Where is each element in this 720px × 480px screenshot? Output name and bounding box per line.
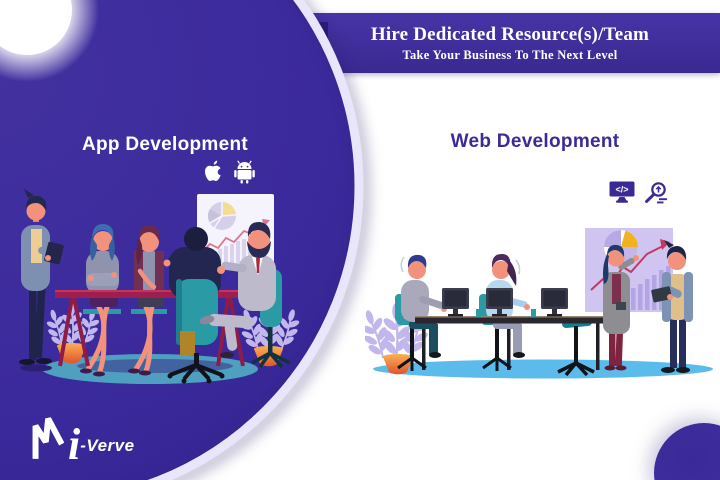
office-plant [365, 302, 437, 375]
web-development-title: Web Development [450, 131, 620, 152]
pen-cup [476, 309, 481, 317]
seo-magnifier-icon [645, 182, 667, 204]
meeting-illustration [19, 189, 300, 384]
seated-man-gray-suit [199, 221, 291, 369]
banner-subtitle: Take Your Business To The Next Level [402, 47, 618, 62]
banner-title: Hire Dedicated Resource(s)/Team [370, 23, 650, 45]
decorative-white-circle [0, 0, 72, 55]
logo-text-verve: -Verve [80, 436, 135, 455]
code-monitor-icon: </> [609, 181, 635, 203]
monitors [442, 288, 568, 317]
standing-presenter [19, 189, 64, 372]
seated-woman-maroon-vest [128, 224, 167, 376]
app-development-title: App Development [81, 134, 249, 155]
circle-ring-border [147, 0, 364, 480]
desk-legs [422, 323, 600, 370]
logo-text-i: i [68, 419, 81, 469]
standing-man-tablet [651, 240, 693, 373]
conference-table [55, 290, 247, 367]
web-team-illustration [365, 228, 713, 379]
android-icon [234, 160, 255, 184]
sitting-developer-woman [479, 253, 530, 371]
brand-logo: i -Verve [26, 416, 135, 469]
web-service-icons: </> [609, 181, 669, 205]
iverve-logo-mark [32, 417, 64, 459]
man-back-teal-chair [163, 227, 225, 384]
code-glyph: </> [615, 184, 628, 194]
pen-cup [531, 309, 536, 317]
app-platform-icons [203, 160, 256, 184]
desk [415, 316, 605, 324]
trend-line [201, 222, 265, 253]
standing-woman-pointing [603, 244, 639, 371]
apple-icon [205, 160, 221, 181]
sitting-developer-man [395, 254, 447, 371]
office-floor [373, 359, 713, 379]
top-banner: Hire Dedicated Resource(s)/Team Take You… [300, 13, 720, 73]
top-banner-bar [295, 13, 720, 73]
decorative-corner-circle [654, 423, 720, 480]
seated-woman-blue-hair [80, 223, 121, 377]
